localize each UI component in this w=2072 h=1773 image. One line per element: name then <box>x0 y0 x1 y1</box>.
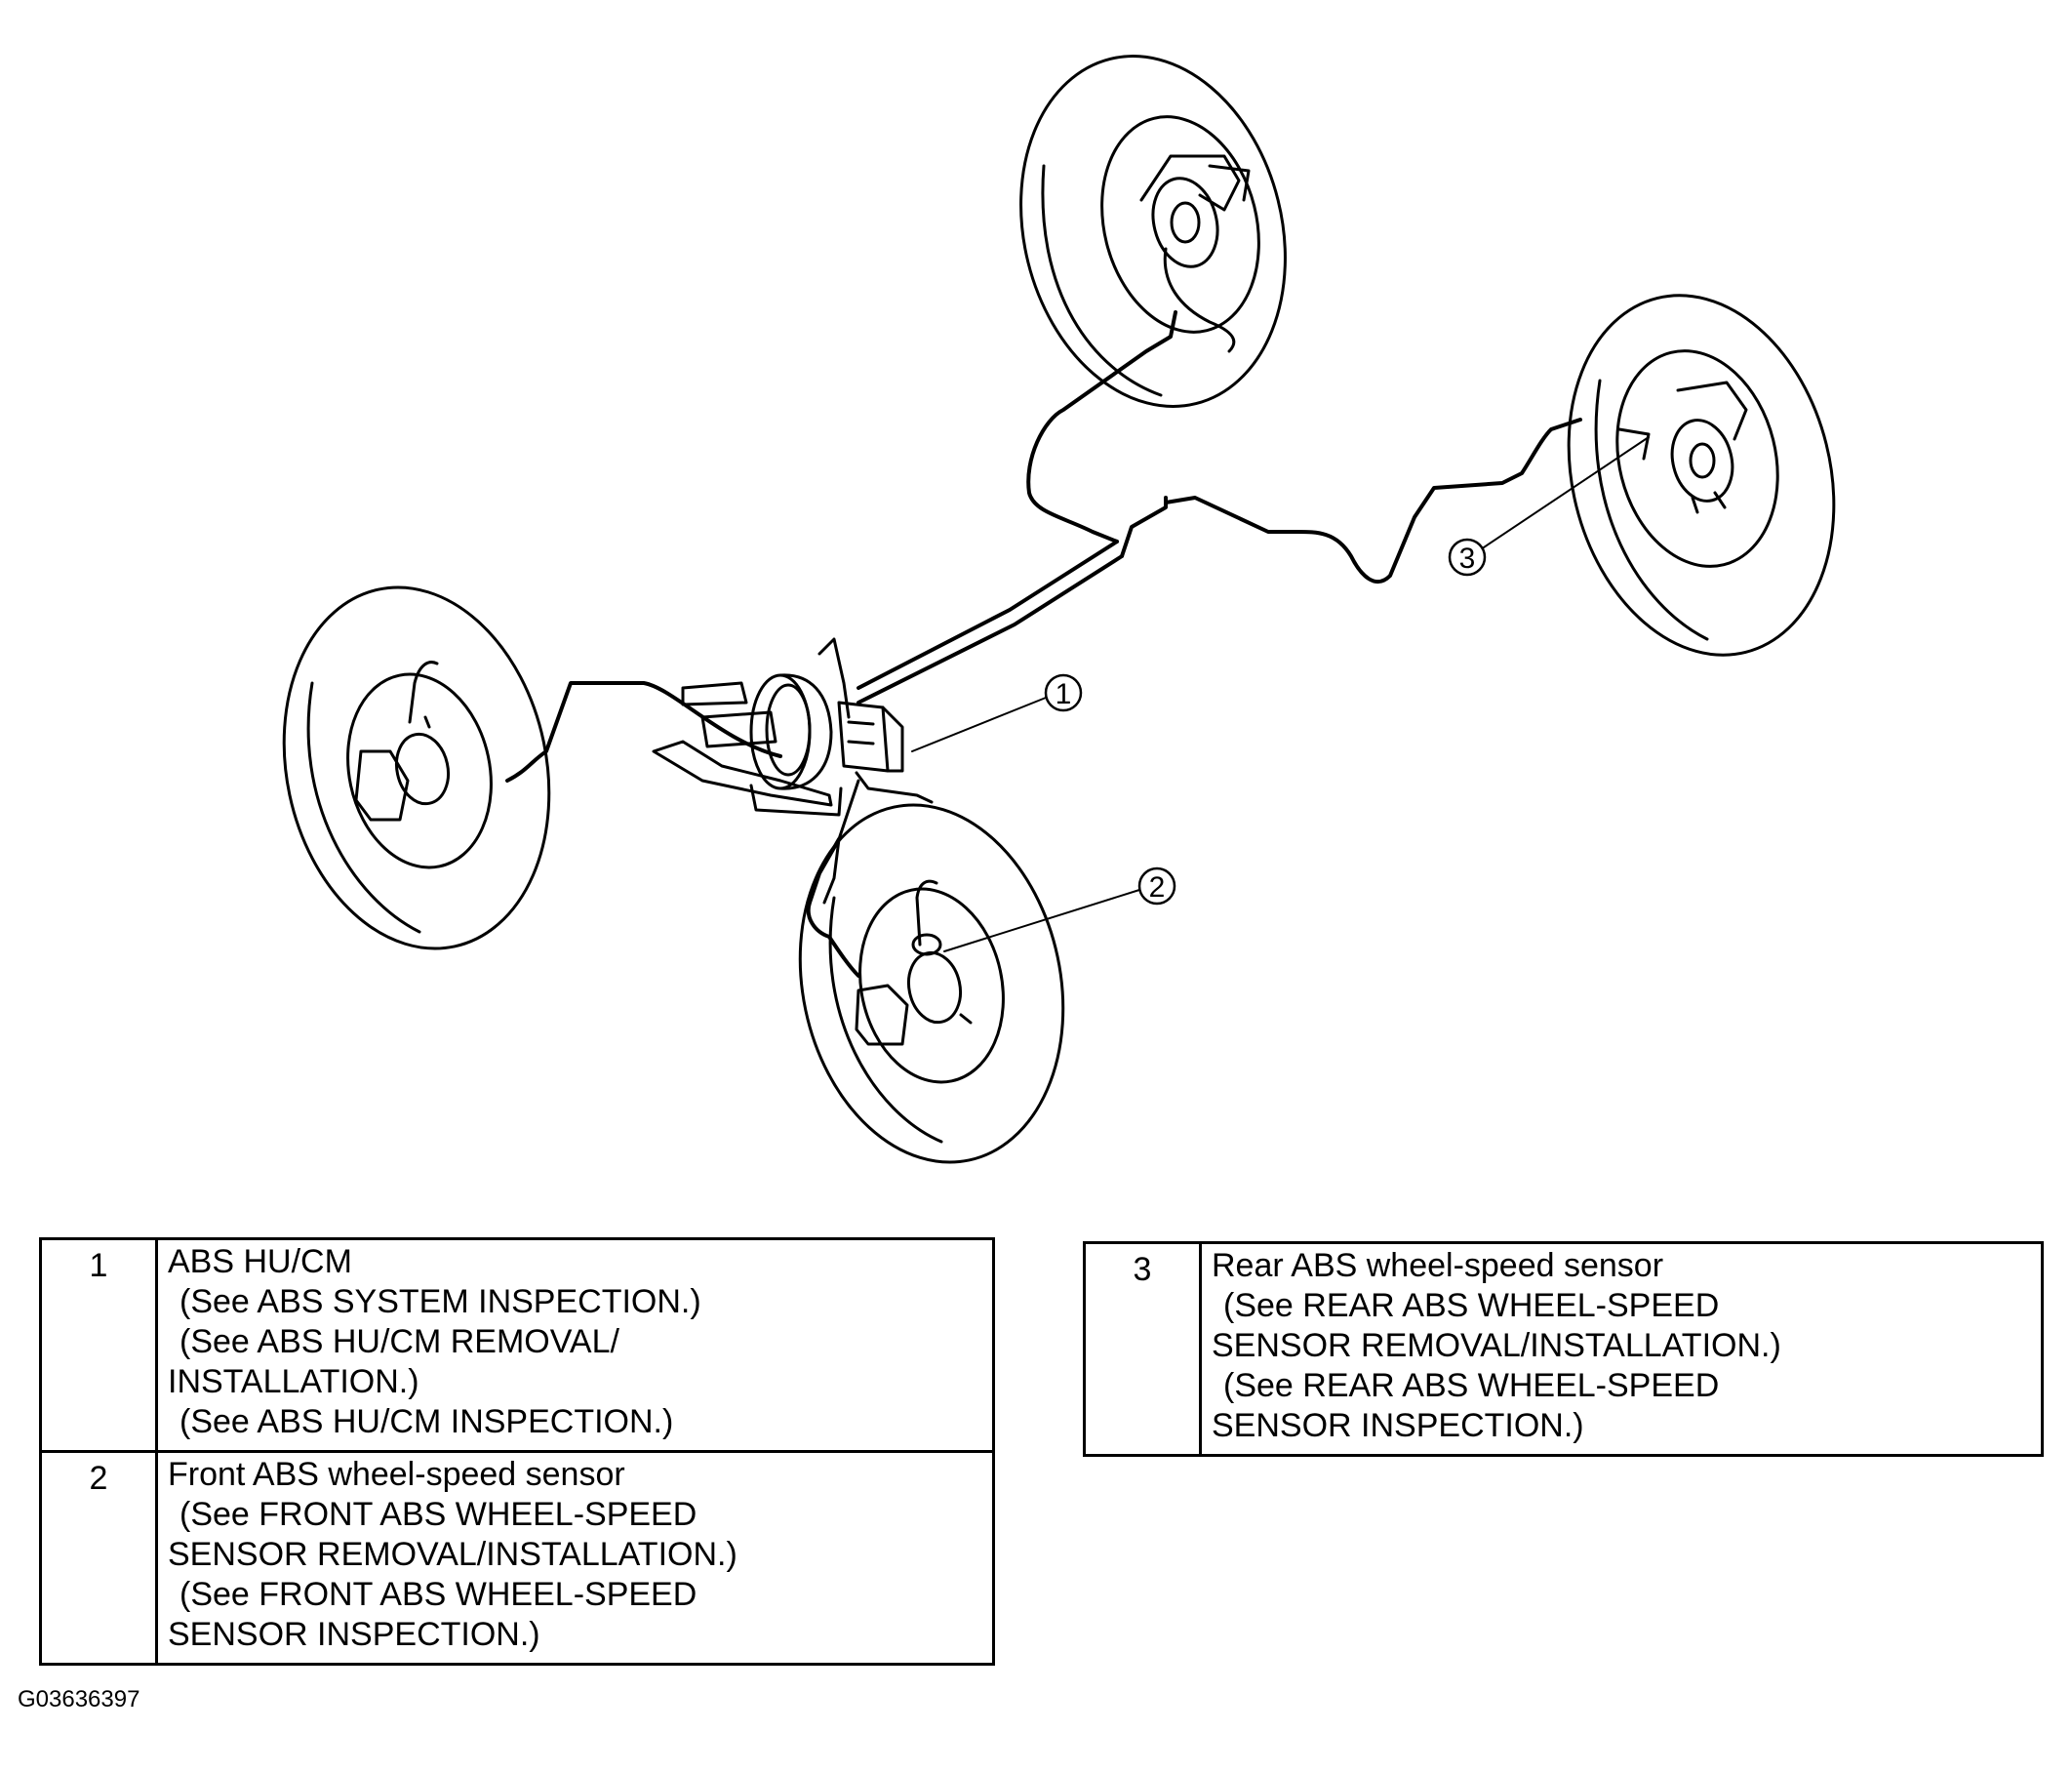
callout-1: 1 <box>1044 673 1083 712</box>
legend-line: (See ABS SYSTEM INSPECTION.) <box>179 1283 701 1320</box>
abs-component-diagram: 1 2 3 <box>282 55 1836 1164</box>
rear-left-wheel <box>1019 55 1287 408</box>
legend-line: INSTALLATION.) <box>168 1363 419 1400</box>
legend-number: 1 <box>39 1237 158 1453</box>
legend-description: Front ABS wheel-speed sensor (See FRONT … <box>155 1450 995 1666</box>
legend-line: SENSOR REMOVAL/INSTALLATION.) <box>168 1536 737 1573</box>
legend-number: 3 <box>1083 1241 1202 1457</box>
callout-2-label: 2 <box>1149 871 1166 904</box>
front-right-wheel <box>798 803 1065 1164</box>
rear-right-wheel <box>1567 294 1836 657</box>
legend-line: (See REAR ABS WHEEL-SPEED <box>1223 1367 1720 1404</box>
figure-id: G03636397 <box>18 1686 140 1713</box>
legend-description: ABS HU/CM (See ABS SYSTEM INSPECTION.) (… <box>155 1237 995 1453</box>
legend-line: Front ABS wheel-speed sensor <box>168 1456 625 1493</box>
leader-lines <box>911 436 1650 952</box>
legend-row: 2 Front ABS wheel-speed sensor (See FRON… <box>39 1450 995 1666</box>
callout-2: 2 <box>1137 866 1176 906</box>
legend-line: SENSOR INSPECTION.) <box>168 1616 540 1653</box>
legend-line: SENSOR INSPECTION.) <box>1212 1407 1584 1444</box>
callout-3-label: 3 <box>1459 543 1476 575</box>
legend-table-left: 1 ABS HU/CM (See ABS SYSTEM INSPECTION.)… <box>39 1237 995 1666</box>
legend-line: (See FRONT ABS WHEEL-SPEED <box>179 1496 697 1533</box>
legend-line: (See ABS HU/CM REMOVAL/ <box>179 1323 619 1360</box>
legend-line: Rear ABS wheel-speed sensor <box>1212 1247 1664 1284</box>
legend-line: ABS HU/CM <box>168 1243 352 1280</box>
legend-table-right: 3 Rear ABS wheel-speed sensor (See REAR … <box>1083 1241 2044 1457</box>
callout-1-label: 1 <box>1056 678 1072 710</box>
brake-lines <box>505 310 1582 978</box>
legend-line: SENSOR REMOVAL/INSTALLATION.) <box>1212 1327 1781 1364</box>
callout-3: 3 <box>1448 538 1487 577</box>
legend-row: 3 Rear ABS wheel-speed sensor (See REAR … <box>1083 1241 2044 1457</box>
legend-row: 1 ABS HU/CM (See ABS SYSTEM INSPECTION.)… <box>39 1237 995 1453</box>
abs-hu-cm-unit <box>822 701 934 905</box>
legend-description: Rear ABS wheel-speed sensor (See REAR AB… <box>1199 1241 2044 1457</box>
legend-line: (See FRONT ABS WHEEL-SPEED <box>179 1576 697 1613</box>
front-left-wheel <box>282 585 551 950</box>
brake-booster-assembly <box>652 637 851 817</box>
legend-line: (See ABS HU/CM INSPECTION.) <box>179 1403 674 1440</box>
legend-line: (See REAR ABS WHEEL-SPEED <box>1223 1287 1720 1324</box>
legend-number: 2 <box>39 1450 158 1666</box>
